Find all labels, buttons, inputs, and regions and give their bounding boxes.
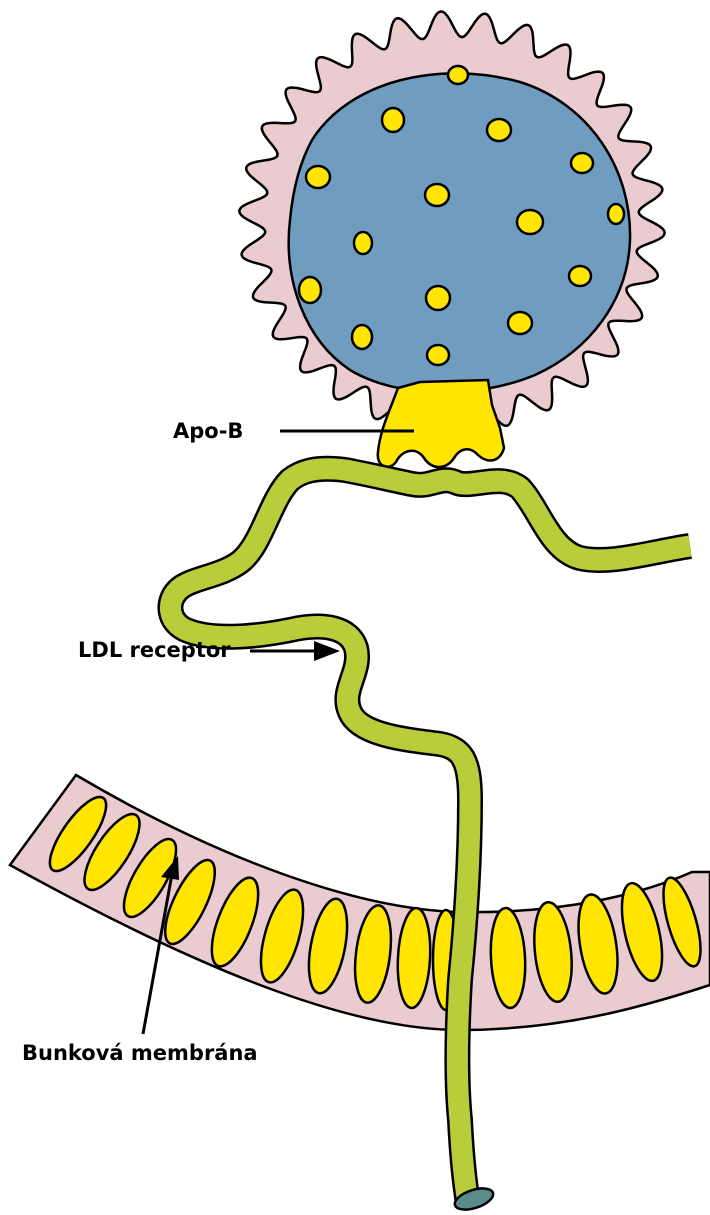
lipid-dot	[569, 266, 591, 286]
lipid-dot	[426, 286, 450, 310]
lipid-dot	[487, 119, 511, 141]
arrow-icon	[314, 641, 340, 661]
lipid-dot	[299, 277, 321, 303]
ldl-receptor-icon	[170, 469, 690, 1214]
lipid-dot	[448, 66, 468, 84]
apo-b-label: Apo-B	[173, 419, 243, 443]
lipid-dot	[382, 108, 404, 132]
lipid-dot	[608, 204, 624, 224]
lipid-dot	[517, 210, 543, 234]
lipid-dot	[508, 312, 532, 334]
lipid-dot	[425, 184, 449, 206]
lipid-dot	[427, 345, 449, 365]
ldl-particle-core	[289, 73, 630, 392]
lipid-dot	[571, 153, 593, 173]
ldl-receptor-label: LDL receptor	[78, 638, 231, 662]
receptor-body	[170, 469, 690, 1203]
apo-b-protein-icon	[378, 380, 504, 467]
apo-b-label-group: Apo-B	[173, 419, 414, 443]
lipid-dot	[354, 232, 372, 254]
receptor-outline	[170, 469, 690, 1203]
lipid-dot	[306, 166, 330, 188]
ldl-receptor-label-group: LDL receptor	[78, 638, 340, 662]
cell-membrane-label: Bunková membrána	[22, 1041, 258, 1065]
ldl-particle-icon	[239, 11, 664, 432]
cell-membrane-icon	[10, 775, 710, 1030]
lipid-dot	[352, 325, 372, 349]
